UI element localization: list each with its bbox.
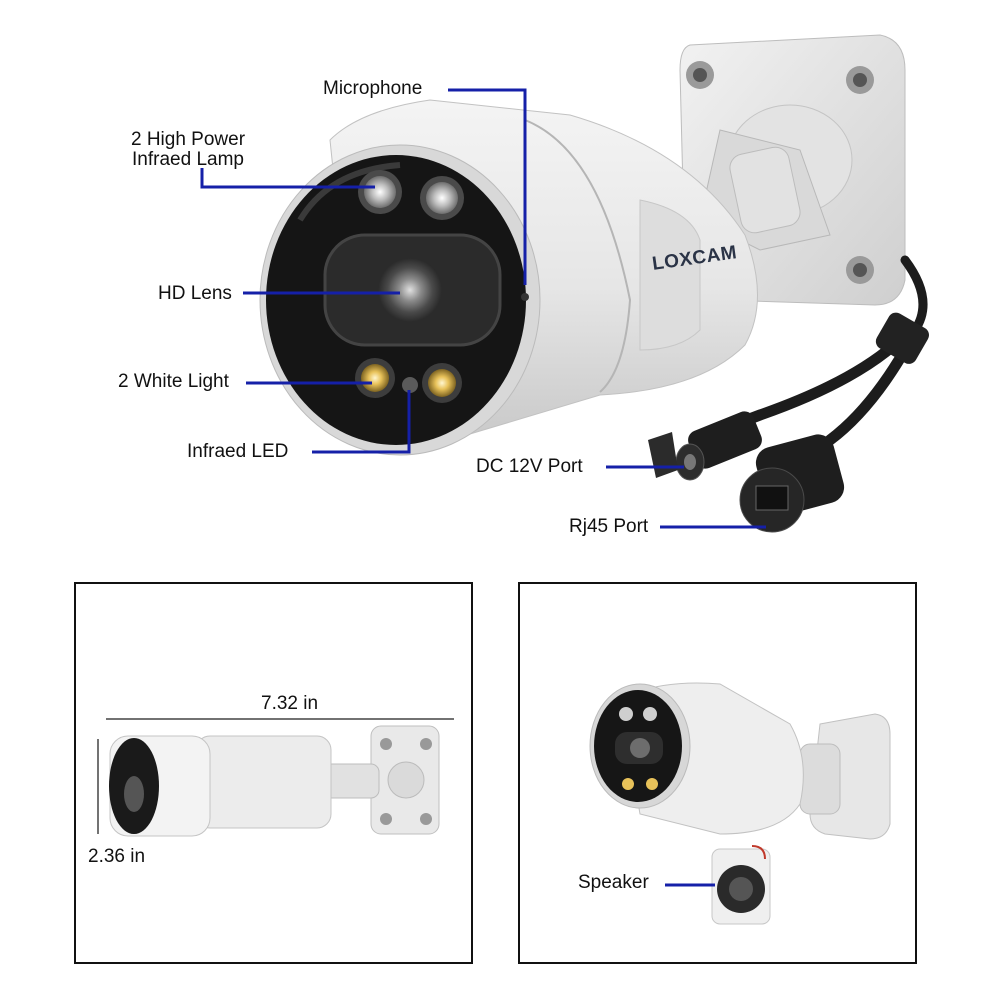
side-view-camera bbox=[97, 718, 454, 837]
label-white-light: 2 White Light bbox=[118, 371, 229, 392]
label-infrared-lamp: 2 High Power Infraed Lamp bbox=[118, 130, 258, 170]
label-dc-port: DC 12V Port bbox=[476, 456, 583, 477]
main-camera-illustration bbox=[200, 34, 929, 533]
label-microphone: Microphone bbox=[323, 78, 423, 99]
label-speaker: Speaker bbox=[578, 872, 649, 893]
rj45-connector bbox=[739, 434, 845, 533]
dimensions-panel: 7.32 in 2.36 in bbox=[74, 582, 473, 964]
label-infrared-led: Infraed LED bbox=[187, 441, 289, 462]
speaker-panel: Speaker bbox=[518, 582, 917, 964]
dimension-length: 7.32 in bbox=[261, 693, 319, 714]
dc-connector bbox=[648, 411, 762, 481]
label-infrared-lamp-line1: 2 High Power bbox=[130, 129, 246, 150]
angled-camera-view bbox=[589, 682, 891, 925]
label-hd-lens: HD Lens bbox=[158, 283, 232, 304]
camera-front bbox=[259, 144, 541, 456]
label-infrared-lamp-line2: Infraed Lamp bbox=[132, 149, 244, 170]
callout-lines bbox=[200, 88, 766, 529]
label-rj45-port: Rj45 Port bbox=[569, 516, 649, 537]
dimension-height: 2.36 in bbox=[88, 846, 146, 867]
